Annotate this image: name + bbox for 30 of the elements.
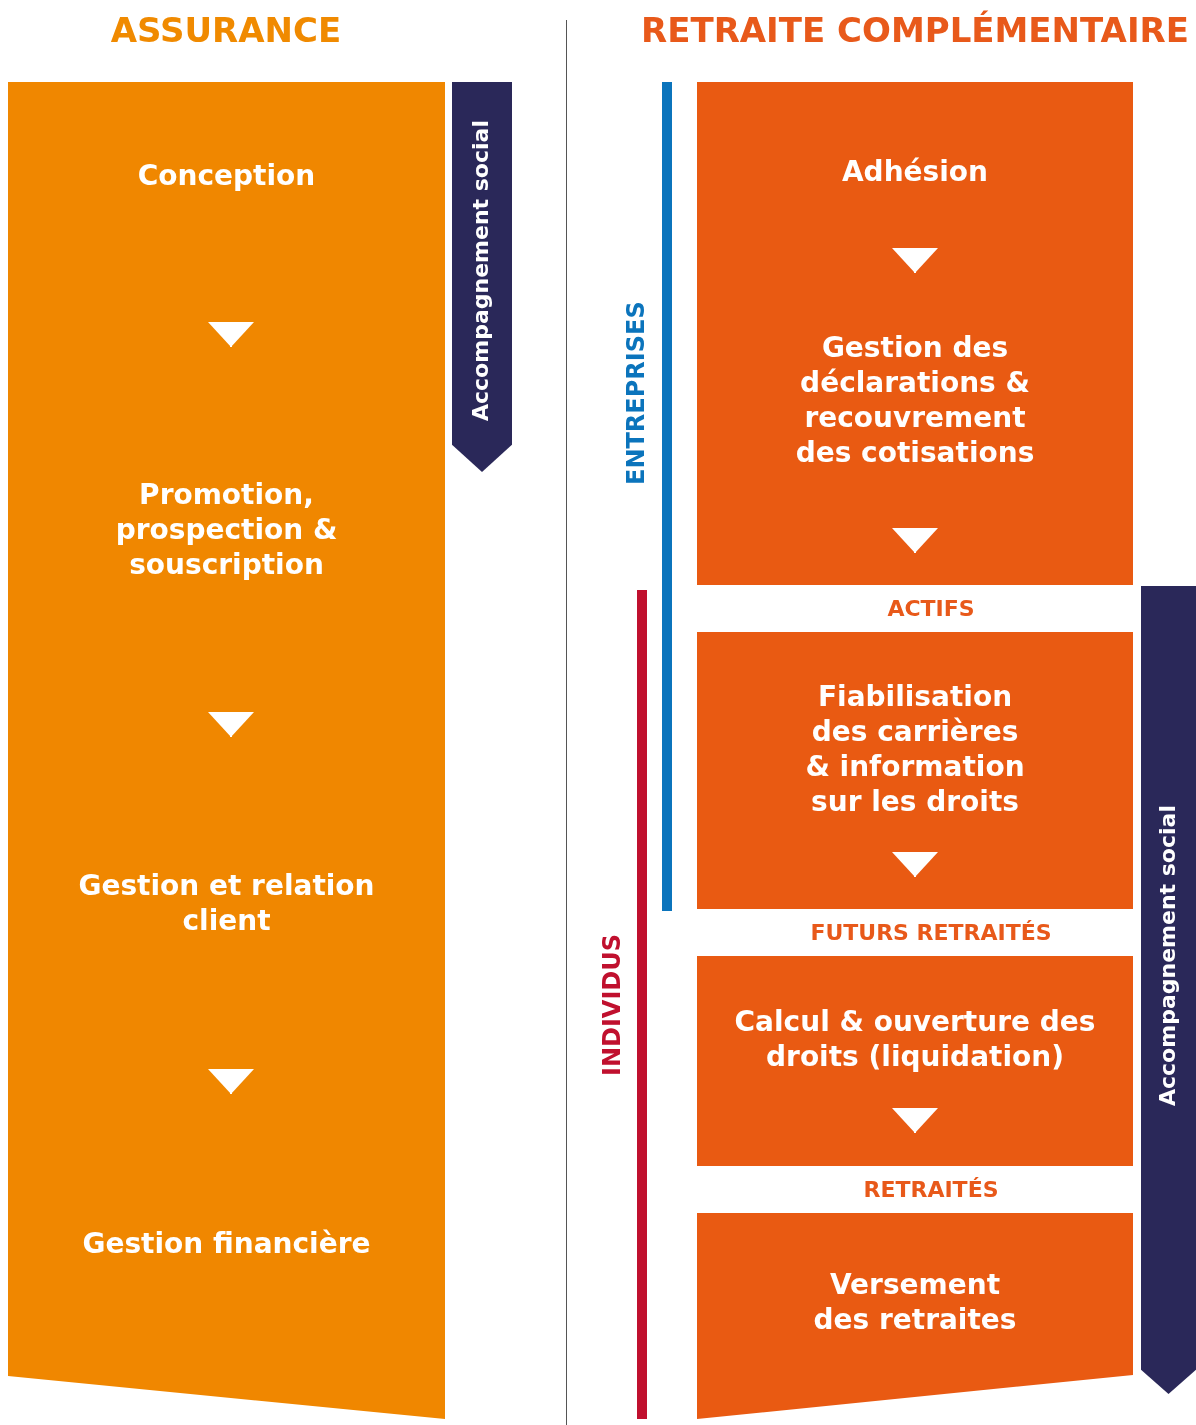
arrow	[892, 247, 938, 274]
stage-label: FUTURS RETRAITÉS	[810, 920, 1052, 945]
stage-label: ACTIFS	[887, 596, 975, 621]
node-label: Adhésion	[841, 154, 989, 188]
arrow	[208, 321, 254, 348]
arrow	[208, 711, 254, 738]
side-banner	[452, 82, 512, 472]
column-heading: ASSURANCE	[110, 10, 342, 50]
node-label: Conception	[137, 158, 316, 192]
arrow	[892, 1107, 938, 1134]
node-label: Promotion, prospection & souscription	[115, 477, 338, 581]
arrow	[892, 851, 938, 878]
stage-label: RETRAITÉS	[863, 1177, 999, 1202]
arrow	[208, 1068, 254, 1095]
banner-text: Accompagnement social	[468, 119, 493, 424]
group-label: INDIVIDUS	[598, 932, 626, 1079]
arrow	[892, 527, 938, 554]
node-label: Gestion et relation client	[78, 868, 375, 937]
process-step: Gestion et relation client	[8, 724, 445, 1081]
process-step: Conception	[8, 82, 445, 334]
banner-text: Accompagnement social	[1155, 804, 1180, 1109]
node-label: Gestion financière	[82, 1226, 371, 1260]
column-heading: RETRAITE COMPLÉMENTAIRE	[641, 10, 1189, 50]
process-step: Promotion, prospection & souscription	[8, 334, 445, 724]
node-label: Gestion des déclarations & recouvrement des cotisations	[795, 331, 1035, 469]
process-step: Adhésion	[697, 82, 1133, 260]
group-label: ENTREPRISES	[622, 300, 650, 488]
process-step: Gestion financière	[8, 1081, 445, 1419]
side-banner	[1141, 586, 1196, 1394]
process-step: Gestion des déclarations & recouvrement des cotisations	[697, 260, 1133, 540]
